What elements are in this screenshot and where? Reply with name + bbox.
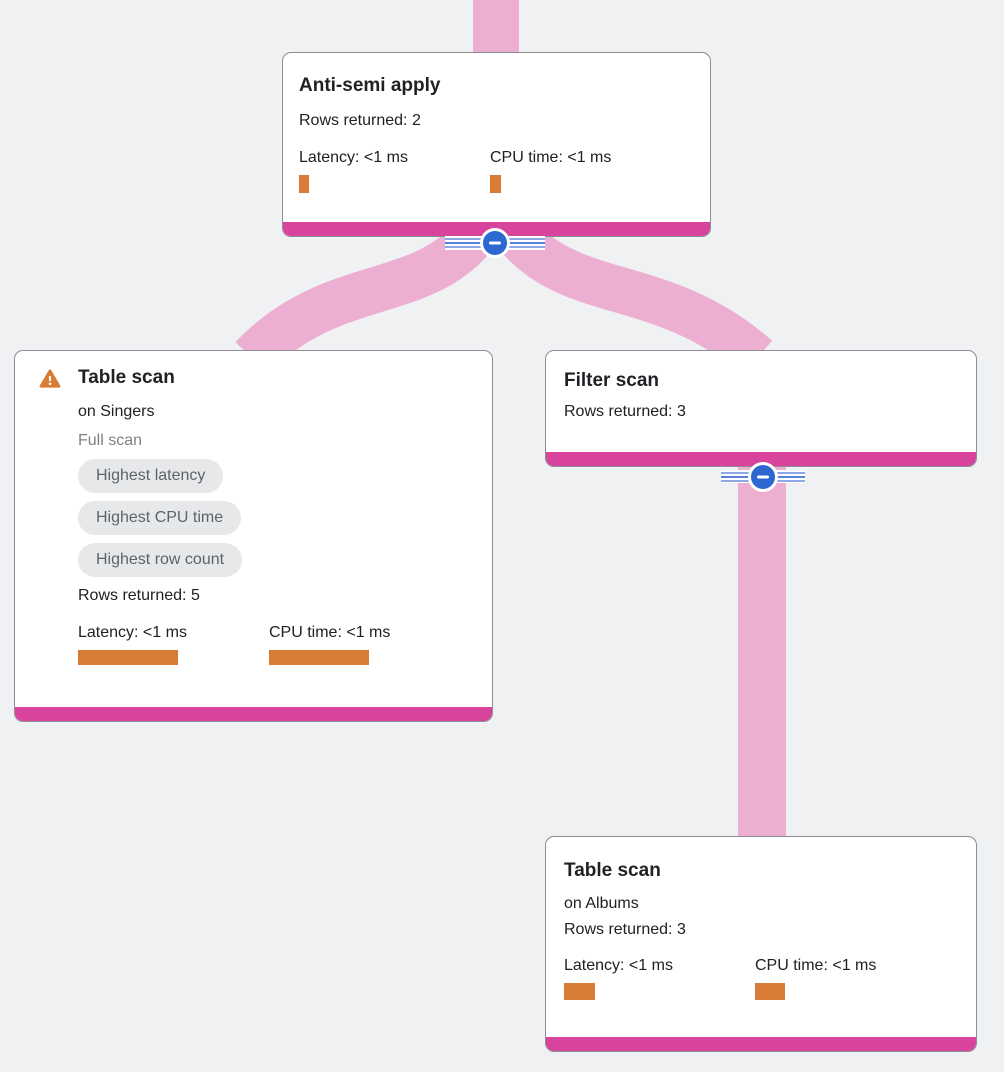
cpu-metric: CPU time: <1 ms — [269, 623, 390, 665]
node-header: Table scan — [39, 365, 476, 391]
cpu-bar — [755, 983, 785, 1000]
latency-bar — [299, 175, 309, 193]
latency-label: Latency: <1 ms — [78, 624, 187, 641]
node-filter-scan[interactable]: Filter scan Rows returned: 3 — [545, 350, 977, 467]
metrics-row: Latency: <1 ms CPU time: <1 ms — [564, 956, 958, 1000]
minus-icon — [748, 461, 778, 492]
node-anti-semi-apply[interactable]: Anti-semi apply Rows returned: 2 Latency… — [282, 52, 711, 237]
node-title: Table scan — [564, 860, 661, 881]
latency-metric: Latency: <1 ms — [78, 623, 269, 665]
cpu-label: CPU time: <1 ms — [269, 624, 391, 641]
node-footer-bar — [546, 452, 976, 466]
table-name: on Singers — [78, 403, 155, 420]
cpu-bar — [490, 175, 501, 193]
scan-type: Full scan — [78, 432, 143, 449]
latency-label: Latency: <1 ms — [299, 149, 408, 166]
latency-metric: Latency: <1 ms — [564, 956, 755, 1000]
badge-highest-cpu-time: Highest CPU time — [78, 501, 242, 535]
badge-highest-row-count: Highest row count — [78, 543, 243, 577]
cpu-metric: CPU time: <1 ms — [755, 956, 876, 1000]
node-footer-bar — [15, 707, 492, 721]
node-footer-bar — [546, 1037, 976, 1051]
node-title: Table scan — [78, 367, 175, 388]
cpu-bar — [269, 650, 369, 665]
node-table-scan-albums[interactable]: Table scan on Albums Rows returned: 3 La… — [545, 836, 977, 1052]
node-body: on Singers Full scan Highest latency Hig… — [78, 402, 476, 665]
latency-metric: Latency: <1 ms — [299, 148, 490, 193]
badge-highest-latency: Highest latency — [78, 459, 224, 493]
rows-returned: Rows returned: 5 — [78, 587, 200, 604]
metrics-row: Latency: <1 ms CPU time: <1 ms — [78, 623, 476, 665]
edge-anti-semi-to-filter-scan — [500, 220, 773, 376]
warning-triangle-icon — [39, 369, 61, 388]
latency-bar — [78, 650, 178, 665]
latency-bar — [564, 983, 595, 1000]
rows-returned: Rows returned: 3 — [564, 403, 686, 420]
collapse-button-anti-semi-apply[interactable] — [445, 228, 545, 258]
table-name: on Albums — [564, 895, 639, 912]
node-title: Filter scan — [564, 370, 660, 391]
metrics-row: Latency: <1 ms CPU time: <1 ms — [299, 148, 694, 193]
edge-anti-semi-to-table-scan-singers — [235, 220, 492, 375]
node-title: Anti-semi apply — [299, 75, 441, 96]
collapse-button-filter-scan[interactable] — [721, 461, 805, 492]
cpu-label: CPU time: <1 ms — [490, 149, 612, 166]
node-table-scan-singers[interactable]: Table scan on Singers Full scan Highest … — [14, 350, 493, 722]
cpu-metric: CPU time: <1 ms — [490, 148, 611, 193]
cpu-label: CPU time: <1 ms — [755, 957, 877, 974]
minus-icon — [480, 228, 510, 258]
rows-returned: Rows returned: 3 — [564, 921, 686, 938]
latency-label: Latency: <1 ms — [564, 957, 673, 974]
rows-returned: Rows returned: 2 — [299, 112, 421, 129]
